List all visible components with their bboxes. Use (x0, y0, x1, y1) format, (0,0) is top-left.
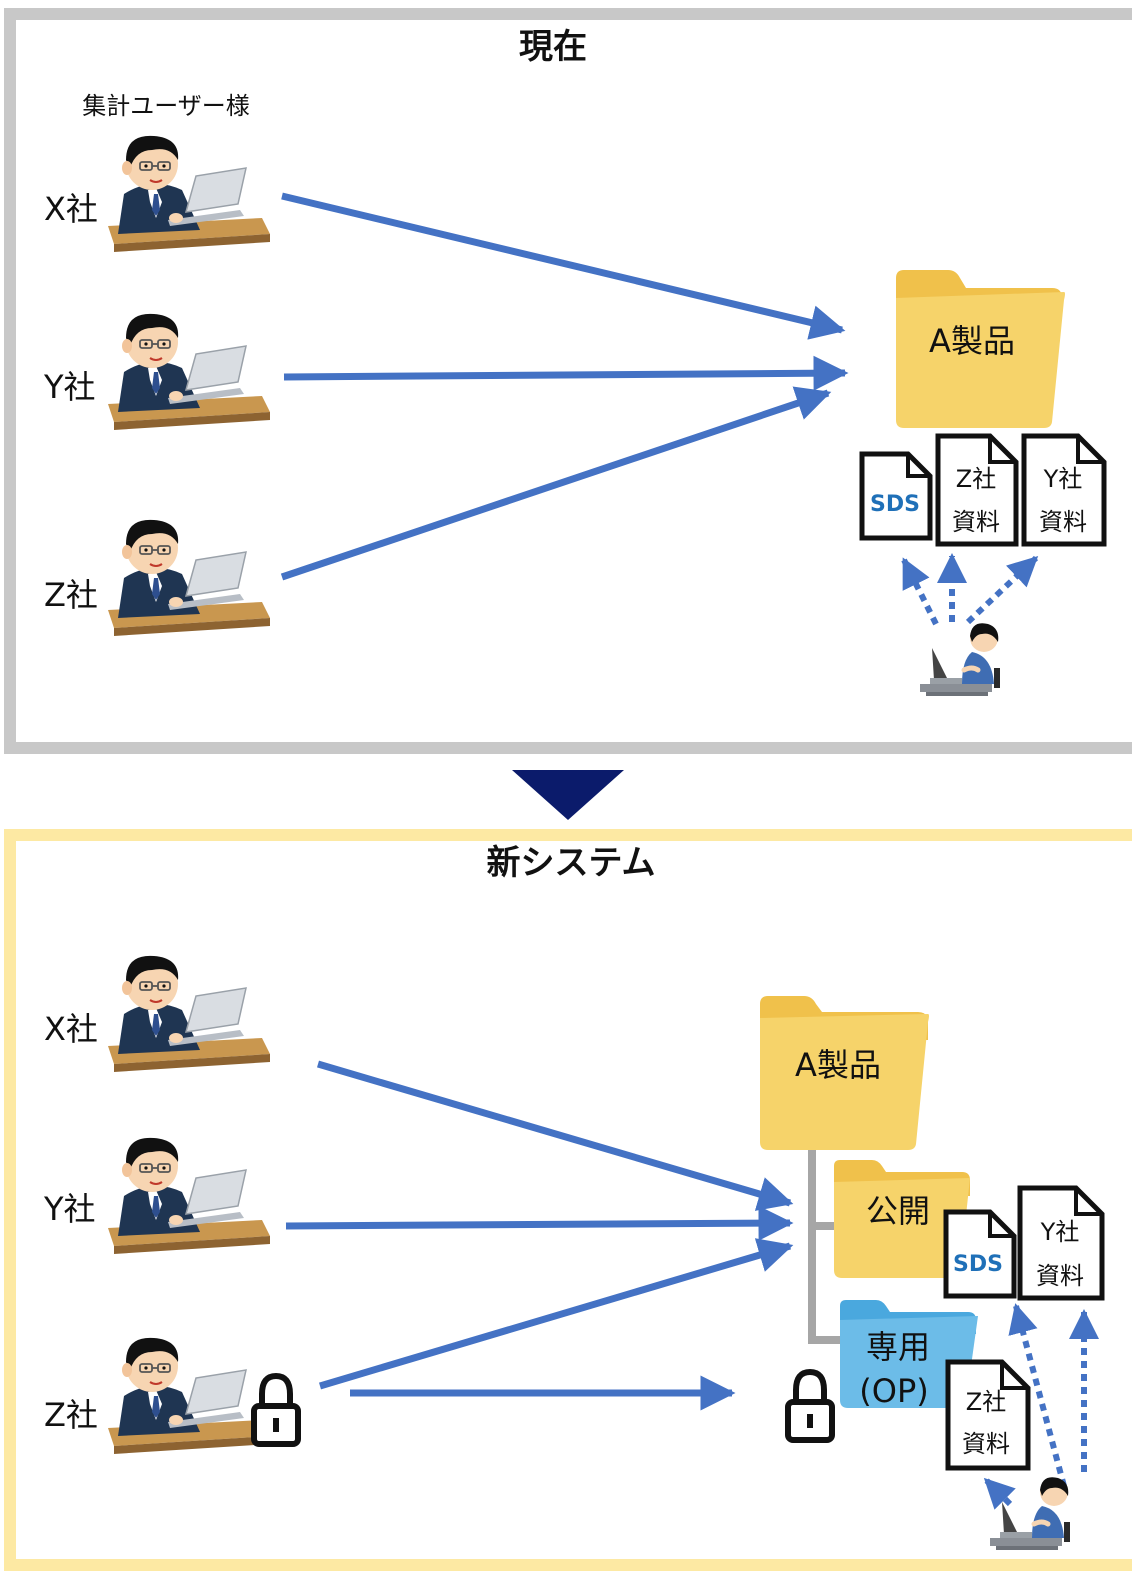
document-icon (945, 1359, 1031, 1471)
doc-y-line1: Y社 (1040, 1218, 1080, 1246)
folder-icon (760, 996, 929, 1150)
doc-z-line2: 資料 (962, 1430, 1010, 1458)
current-title: 現在 (519, 27, 587, 67)
private-folder-label-1: 専用 (866, 1328, 930, 1366)
down-arrow-icon (512, 770, 624, 820)
current-user-y-label: Y社 (43, 368, 96, 406)
doc-z-line1: Z社 (956, 465, 996, 493)
document-icon (935, 433, 1019, 547)
upload-arrow (965, 555, 1039, 625)
access-arrow (319, 1238, 794, 1390)
new-system-title: 新システム (487, 843, 656, 883)
new-user-z-label: Z社 (44, 1396, 98, 1434)
current-user-x-label: X社 (44, 190, 98, 228)
current-folder-label: A製品 (929, 322, 1015, 360)
access-arrow (280, 386, 832, 581)
new-user-x-label: X社 (44, 1010, 98, 1048)
doc-sds-label: SDS (953, 1252, 1003, 1277)
access-arrow (317, 1060, 794, 1211)
public-folder-label: 公開 (866, 1192, 930, 1230)
doc-z-line1: Z社 (966, 1388, 1006, 1416)
access-arrow (283, 355, 849, 391)
doc-y-line2: 資料 (1036, 1262, 1084, 1290)
doc-y-line1: Y社 (1043, 465, 1083, 493)
new-folder-label: A製品 (795, 1046, 881, 1084)
upload-arrow (1008, 1303, 1067, 1487)
access-arrow (281, 192, 846, 340)
private-folder-label-2: (OP) (859, 1372, 928, 1410)
upload-arrow (983, 1477, 1016, 1510)
doc-sds-label: SDS (870, 492, 920, 517)
folder-tree-line (808, 1150, 840, 1344)
current-user-z-label: Z社 (44, 576, 98, 614)
access-arrow (285, 1205, 794, 1241)
users-header: 集計ユーザー様 (82, 92, 250, 120)
document-icon (1021, 433, 1107, 547)
folder-icon (834, 1160, 970, 1278)
document-icon (1017, 1185, 1105, 1301)
new-user-y-label: Y社 (43, 1190, 96, 1228)
folder-icon (840, 1300, 978, 1408)
doc-y-line2: 資料 (1039, 508, 1087, 536)
document-icon (943, 1209, 1017, 1299)
document-icon (859, 451, 933, 541)
folder-icon (896, 270, 1065, 428)
doc-z-line2: 資料 (952, 508, 1000, 536)
